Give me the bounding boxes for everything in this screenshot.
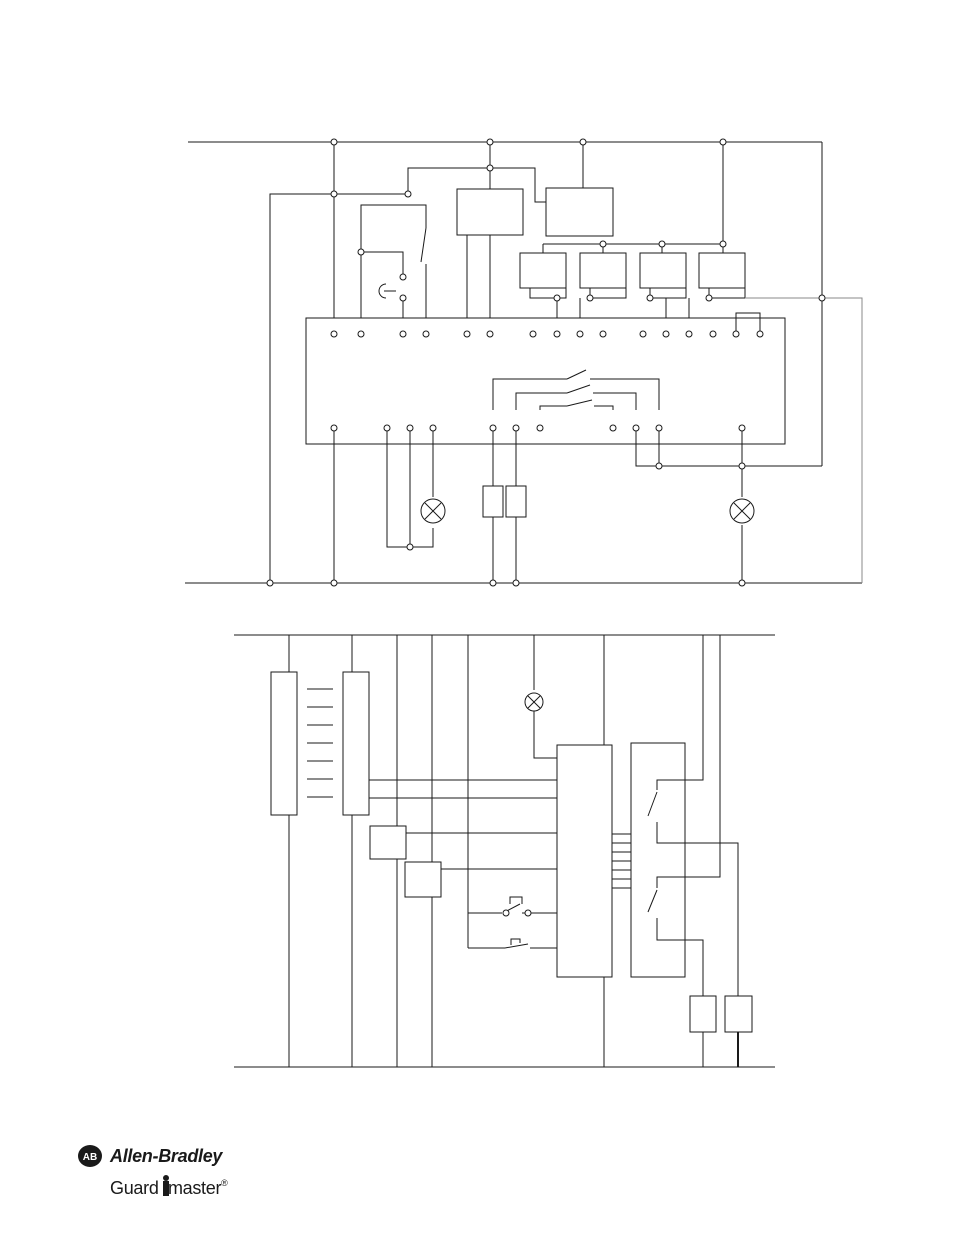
brand-name: Allen-Bradley — [110, 1146, 222, 1167]
product-prefix: Guard — [110, 1178, 159, 1198]
product-name: Guard master® — [110, 1178, 228, 1199]
product-suffix: master — [168, 1178, 221, 1198]
estop-branch — [361, 252, 403, 275]
sensor-2-out — [590, 288, 626, 298]
sensor-box-4 — [699, 253, 745, 288]
sensor-3-out — [650, 288, 686, 298]
interlock-switch-2 — [405, 862, 441, 897]
sensor-box-3 — [640, 253, 686, 288]
bottom-schematic — [234, 635, 775, 1067]
sensor-1-out — [530, 288, 566, 298]
safety-controller — [557, 745, 612, 977]
contactor-2 — [725, 996, 752, 1032]
control-module-a — [457, 189, 523, 235]
light-curtain-receiver — [343, 672, 369, 815]
estop-wire-top — [361, 205, 426, 333]
ab-badge-text: AB — [83, 1152, 97, 1163]
relay-coil-2 — [506, 486, 526, 517]
interlock-switch-1 — [370, 826, 406, 859]
light-curtain-transmitter — [271, 672, 297, 815]
contactor-1 — [690, 996, 716, 1032]
output-relay-module — [631, 743, 685, 977]
top-wiring-diagram — [185, 139, 862, 586]
sensor-4-out — [709, 288, 745, 298]
light-beams — [307, 689, 333, 797]
estop-contact-a — [421, 228, 426, 262]
controller-bus — [612, 834, 631, 888]
registered-mark: ® — [221, 1178, 227, 1188]
control-module-b — [546, 188, 613, 236]
sensor-box-1 — [520, 253, 566, 288]
relay-coil-1 — [483, 486, 503, 517]
sensor-box-2 — [580, 253, 626, 288]
